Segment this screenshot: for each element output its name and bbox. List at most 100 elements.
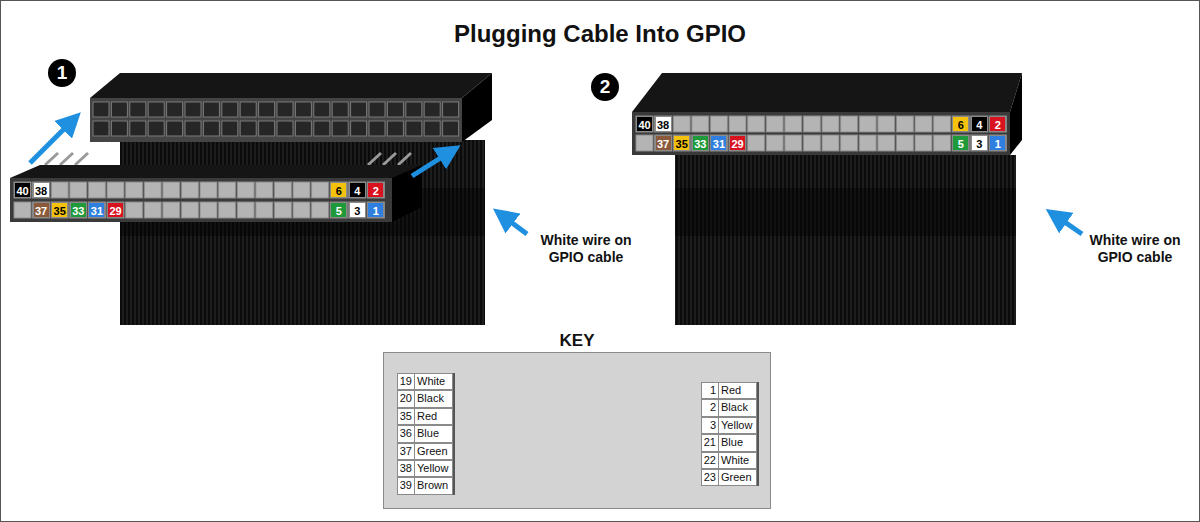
connector-face xyxy=(632,112,1010,155)
pin-cell xyxy=(14,202,31,218)
pin-cell xyxy=(181,202,198,218)
pin-number: 4 xyxy=(971,116,988,132)
header-hole xyxy=(222,121,238,136)
pin-number: 40 xyxy=(14,182,31,198)
pin-cell xyxy=(33,202,50,218)
pin-cell xyxy=(181,182,198,198)
pin-cell xyxy=(219,202,236,218)
pin-cell xyxy=(710,135,727,151)
header-hole xyxy=(332,121,348,136)
key-wire-color: Blue xyxy=(719,434,757,451)
header-hole xyxy=(185,102,201,117)
header-hole xyxy=(259,121,275,136)
header-hole xyxy=(369,102,385,117)
pin-cell xyxy=(163,202,180,218)
header-top xyxy=(90,73,492,98)
pin-cell xyxy=(673,135,690,151)
ribbon-cable xyxy=(675,155,1020,325)
header-hole xyxy=(222,102,238,117)
key-pin-number: 39 xyxy=(397,477,415,494)
pin-number: 1 xyxy=(367,202,384,218)
connector-cells xyxy=(636,116,1006,151)
pin-cell xyxy=(692,135,709,151)
pin-cell xyxy=(971,116,988,132)
header-hole xyxy=(351,102,367,117)
header-face xyxy=(90,98,462,142)
pin-number: 35 xyxy=(51,202,68,218)
connector-side xyxy=(1010,73,1022,155)
key-pin-number: 1 xyxy=(701,382,719,399)
pin-number: 6 xyxy=(330,182,347,198)
header-hole xyxy=(167,121,183,136)
header-hole xyxy=(111,121,127,136)
pin-cell xyxy=(952,135,969,151)
key-pin-number: 21 xyxy=(701,434,719,451)
pin-cell xyxy=(655,116,672,132)
pin-cell xyxy=(349,202,366,218)
pin-number: 38 xyxy=(33,182,50,198)
pin-number: 38 xyxy=(655,116,672,132)
pin-cell xyxy=(952,116,969,132)
header-hole xyxy=(424,102,440,117)
pin-cell xyxy=(293,202,310,218)
header-hole xyxy=(443,121,459,136)
key-heading: KEY xyxy=(383,330,771,352)
drawing-part xyxy=(45,153,58,165)
key-wire-color: Brown xyxy=(415,477,453,494)
header-hole xyxy=(332,102,348,117)
key-wire-color: Yellow xyxy=(415,460,453,477)
header-hole xyxy=(314,121,330,136)
pin-cell xyxy=(748,135,765,151)
header-hole xyxy=(185,121,201,136)
header-hole xyxy=(424,121,440,136)
pin-cell xyxy=(915,116,932,132)
callout-number: 1 xyxy=(48,59,76,87)
drawing-part xyxy=(398,153,411,165)
pin-number: 31 xyxy=(710,135,727,151)
callout-label: White wire on GPIO cable xyxy=(1074,232,1196,266)
header-hole xyxy=(295,121,311,136)
pin-cell xyxy=(878,116,895,132)
pin-number: 33 xyxy=(692,135,709,151)
pin-cell xyxy=(70,202,87,218)
pin-cell xyxy=(841,116,858,132)
header-hole xyxy=(351,121,367,136)
pin-number: 4 xyxy=(349,182,366,198)
header-hole xyxy=(387,121,403,136)
white-wire xyxy=(1016,138,1020,325)
diagram-title: Plugging Cable Into GPIO xyxy=(0,20,1200,48)
header-hole xyxy=(93,102,109,117)
pin-cell xyxy=(803,116,820,132)
header-hole xyxy=(93,121,109,136)
pin-cell xyxy=(766,116,783,132)
pin-cell xyxy=(219,182,236,198)
drawing-part xyxy=(368,153,381,165)
key-wire-color: Green xyxy=(719,469,757,486)
drawing-part xyxy=(60,153,73,165)
pin-cell xyxy=(859,135,876,151)
callout-number: 2 xyxy=(591,73,619,101)
white-wire xyxy=(485,120,489,325)
pin-cell xyxy=(144,202,161,218)
key-wire-color: Black xyxy=(719,399,757,416)
pin-cell xyxy=(896,116,913,132)
pin-number: 3 xyxy=(349,202,366,218)
key-pin-number: 37 xyxy=(397,443,415,460)
connector-face xyxy=(10,178,392,222)
pin-cell xyxy=(934,116,951,132)
pin-cell xyxy=(144,182,161,198)
header-hole xyxy=(277,121,293,136)
pin-cell xyxy=(51,182,68,198)
pin-cell xyxy=(274,202,291,218)
connector-cells xyxy=(14,182,384,218)
pin-cell xyxy=(934,135,951,151)
pin-cell xyxy=(803,135,820,151)
pin-cell xyxy=(878,135,895,151)
header-hole xyxy=(148,102,164,117)
key-wire-color: Black xyxy=(415,390,453,407)
pin-number: 3 xyxy=(971,135,988,151)
key-wire-color: Red xyxy=(719,382,757,399)
header-hole xyxy=(167,102,183,117)
pin-cell xyxy=(748,116,765,132)
key-pin-number: 2 xyxy=(701,399,719,416)
